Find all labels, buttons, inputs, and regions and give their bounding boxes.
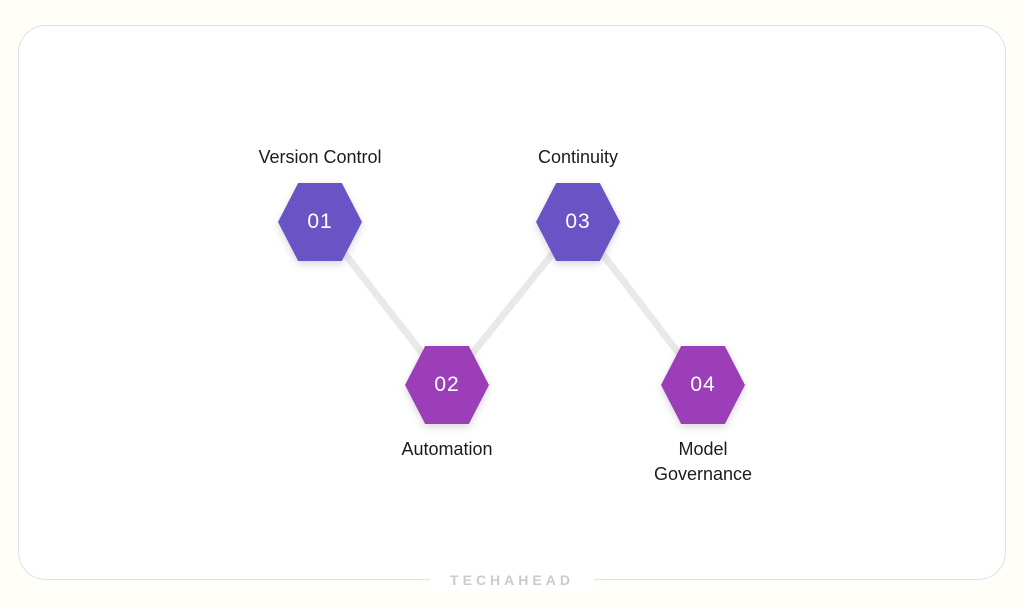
node-label-model-governance: Model Governance: [653, 439, 753, 484]
hexagon-01: 01: [278, 183, 362, 261]
hexagon-number-02: 02: [434, 373, 460, 396]
hexagon-03: 03: [536, 183, 620, 261]
hexagon-02: 02: [405, 346, 489, 424]
hexagon-04: 04: [661, 346, 745, 424]
techahead-logo: TECHAHEAD: [430, 569, 594, 591]
card-border: [18, 25, 1006, 580]
node-label-automation: Automation: [401, 439, 493, 459]
hexagon-number-03: 03: [565, 210, 591, 233]
hexagon-number-04: 04: [690, 373, 716, 396]
node-label-version-control: Version Control: [258, 147, 382, 167]
node-label-continuity: Continuity: [537, 147, 619, 167]
hexagon-number-01: 01: [307, 210, 333, 233]
